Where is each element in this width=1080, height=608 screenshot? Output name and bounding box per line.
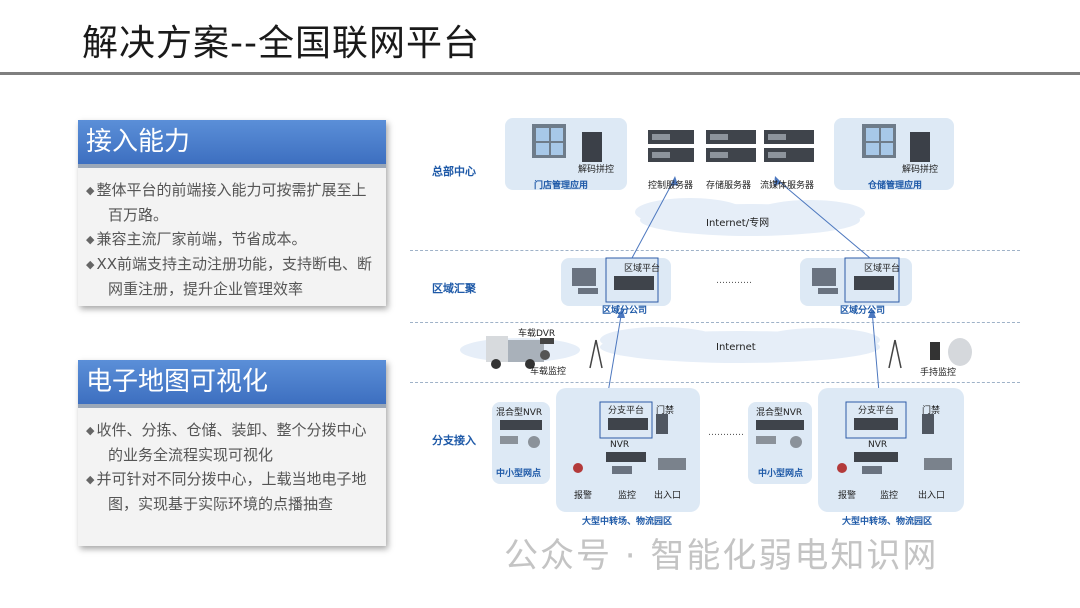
region-ellipsis: …………: [716, 276, 752, 286]
page-title: 解决方案--全国联网平台: [82, 23, 480, 64]
handheld-icon: [930, 338, 972, 366]
cloud-top-label: Internet/专网: [706, 218, 770, 229]
camera-icon: [500, 436, 802, 448]
zone-divider: [410, 250, 1020, 251]
bullet-item: ◆并可针对不同分拨中心，上载当地电子地图，实现基于实际环境的点播抽查: [86, 467, 378, 516]
card-body: ◆收件、分拣、仓储、装卸、整个分拨中心的业务全流程实现可视化 ◆并可针对不同分拨…: [78, 404, 386, 524]
bullet-text: 收件、分拣、仓储、装卸、整个分拨中心的业务全流程实现可视化: [96, 421, 367, 464]
door-label: 门禁: [922, 406, 941, 416]
card-heading: 电子地图可视化: [78, 360, 386, 408]
monitor-label: 监控: [880, 491, 899, 501]
small-site-label: 中小型网点: [758, 469, 804, 479]
access-capability-card: 接入能力 ◆整体平台的前端接入能力可按需扩展至上百万路。 ◆兼容主流厂家前端，节…: [78, 120, 386, 306]
zone-label-hq: 总部中心: [432, 165, 476, 178]
card-heading: 接入能力: [78, 120, 386, 168]
diamond-bullet-icon: ◆: [86, 184, 95, 197]
alarm-label: 报警: [838, 491, 857, 501]
server-label: 流媒体服务器: [760, 181, 815, 191]
camera-dome-icon: [540, 350, 550, 360]
region-platform-label: 区域平台: [624, 264, 661, 274]
map-visualization-card: 电子地图可视化 ◆收件、分拣、仓储、装卸、整个分拨中心的业务全流程实现可视化 ◆…: [78, 360, 386, 546]
branch-platform-label: 分支平台: [858, 406, 895, 416]
region-group-label: 区域分公司: [840, 306, 886, 316]
diamond-bullet-icon: ◆: [86, 258, 95, 271]
entrance-camera-icon: [658, 458, 952, 470]
zone-divider: [410, 382, 1020, 383]
large-site-label: 大型中转场、物流园区: [842, 517, 933, 527]
branch-ellipsis: …………: [708, 428, 744, 438]
large-site-label: 大型中转场、物流园区: [582, 517, 673, 527]
server-icon: [648, 130, 814, 162]
computer-icon: [572, 268, 838, 294]
nvr-label: NVR: [610, 440, 630, 450]
bullet-text: 并可针对不同分拨中心，上载当地电子地图，实现基于实际环境的点播抽查: [96, 470, 367, 513]
nvr-label: NVR: [868, 440, 888, 450]
door-label: 门禁: [656, 406, 675, 416]
video-wall-icon: [862, 124, 896, 158]
handheld-label: 手持监控: [920, 368, 957, 378]
diamond-bullet-icon: ◆: [86, 424, 95, 437]
branch-platform-box: [599, 401, 653, 439]
region-platform-box: [844, 257, 900, 303]
cloud-icon: [460, 198, 880, 363]
alarm-label: 报警: [574, 491, 593, 501]
entrance-label: 出入口: [654, 491, 682, 501]
card-body: ◆整体平台的前端接入能力可按需扩展至上百万路。 ◆兼容主流厂家前端，节省成本。 …: [78, 164, 386, 309]
server-label: 存储服务器: [706, 181, 752, 191]
small-site-nvr-label: 混合型NVR: [756, 408, 803, 418]
monitoring-camera-icon: [612, 466, 882, 474]
bullet-item: ◆整体平台的前端接入能力可按需扩展至上百万路。: [86, 178, 378, 227]
video-wall-icon: [532, 124, 566, 158]
hq-right-device-label: 解码拼控: [902, 165, 939, 175]
nvr-icon: [500, 418, 898, 462]
decoder-icon: [582, 132, 602, 162]
door-access-icon: [656, 414, 934, 434]
bullet-text: 整体平台的前端接入能力可按需扩展至上百万路。: [96, 181, 367, 224]
bullet-text: XX前端支持主动注册功能，支持断电、断网重注册，提升企业管理效率: [96, 255, 373, 298]
dvr-icon: [540, 338, 554, 344]
region-platform-label: 区域平台: [864, 264, 901, 274]
bullet-item: ◆XX前端支持主动注册功能，支持断电、断网重注册，提升企业管理效率: [86, 252, 378, 301]
diamond-bullet-icon: ◆: [86, 233, 95, 246]
bullet-text: 兼容主流厂家前端，节省成本。: [96, 230, 307, 248]
small-site-label: 中小型网点: [496, 469, 542, 479]
hq-right-group-label: 仓储管理应用: [868, 181, 923, 191]
region-group-label: 区域分公司: [602, 306, 648, 316]
branch-platform-box: [845, 401, 907, 439]
diamond-bullet-icon: ◆: [86, 473, 95, 486]
zone-label-region: 区域汇聚: [432, 282, 476, 295]
server-label: 控制服务器: [648, 181, 694, 191]
monitor-label: 监控: [618, 491, 637, 501]
cloud-mid-label: Internet: [716, 342, 756, 353]
watermark: 公众号 · 智能化弱电知识网: [504, 536, 939, 576]
hq-left-group-label: 门店管理应用: [534, 181, 589, 191]
hq-left-device-label: 解码拼控: [578, 165, 615, 175]
branch-platform-label: 分支平台: [608, 406, 645, 416]
platform-server-icon: [614, 276, 894, 290]
vehicle-dvr-label: 车载DVR: [518, 329, 556, 339]
bullet-item: ◆兼容主流厂家前端，节省成本。: [86, 227, 378, 252]
zone-label-branch: 分支接入: [432, 434, 476, 447]
small-site-nvr-label: 混合型NVR: [496, 408, 543, 418]
zone-divider: [410, 322, 1020, 323]
decoder-icon: [910, 132, 930, 162]
vehicle-monitor-label: 车载监控: [530, 367, 567, 377]
radio-tower-icon: [589, 339, 902, 369]
bullet-item: ◆收件、分拣、仓储、装卸、整个分拨中心的业务全流程实现可视化: [86, 418, 378, 467]
entrance-label: 出入口: [918, 491, 946, 501]
alarm-icon: [573, 463, 847, 473]
truck-icon: [486, 336, 544, 369]
title-divider: [0, 72, 1080, 75]
